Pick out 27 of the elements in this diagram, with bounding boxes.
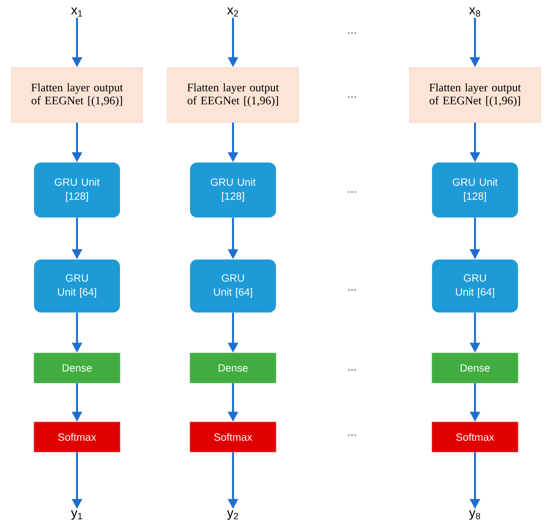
layer-box: Flatten layer output of EEGNet [(1,96)] bbox=[409, 67, 541, 123]
ellipsis: … bbox=[348, 191, 356, 193]
dense-box: Dense bbox=[432, 352, 518, 384]
ellipsis: … bbox=[348, 369, 356, 371]
signal-label: x$_{2}$ bbox=[227, 7, 238, 17]
ellipsis: … bbox=[348, 32, 356, 34]
softmax-box: Softmax bbox=[190, 422, 276, 452]
softmax-box: Softmax bbox=[34, 422, 120, 452]
layer-box: Flatten layer output of EEGNet [(1,96)] bbox=[167, 67, 299, 123]
softmax-box: Softmax bbox=[432, 422, 518, 452]
unit-box: GRU Unit [128] bbox=[190, 162, 276, 218]
signal-label: y$_{2}$ bbox=[227, 510, 238, 520]
unit-box: GRU Unit [128] bbox=[432, 162, 518, 218]
layer-box: Flatten layer output of EEGNet [(1,96)] bbox=[11, 67, 143, 123]
ellipsis: … bbox=[348, 434, 356, 436]
unit-box: GRU Unit [64] bbox=[34, 260, 120, 312]
dense-box: Dense bbox=[190, 352, 276, 384]
unit-box: GRU Unit [64] bbox=[190, 260, 276, 312]
unit-box: GRU Unit [64] bbox=[432, 260, 518, 312]
signal-label: x$_{8}$ bbox=[469, 7, 480, 17]
ellipsis: … bbox=[348, 96, 356, 98]
dense-box: Dense bbox=[34, 352, 120, 384]
signal-label: y$_{1}$ bbox=[71, 510, 82, 520]
ellipsis: … bbox=[348, 289, 356, 291]
signal-label: x$_{1}$ bbox=[71, 8, 82, 16]
unit-box: GRU Unit [128] bbox=[34, 162, 120, 218]
signal-label: y$_{8}$ bbox=[469, 510, 480, 520]
